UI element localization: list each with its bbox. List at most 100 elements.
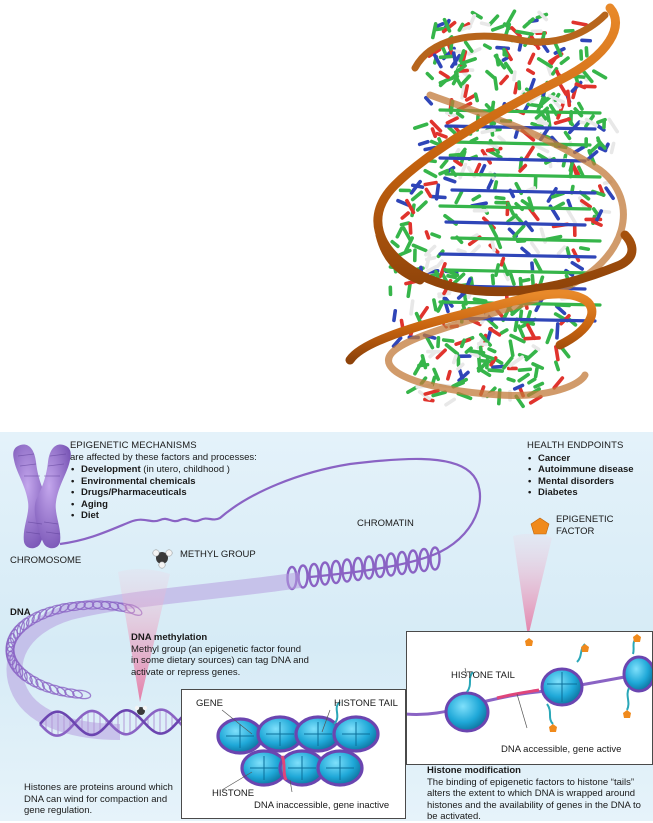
atom-bond	[476, 94, 478, 100]
atom-bond	[522, 248, 529, 254]
atom-bond	[543, 33, 544, 39]
chromatin-coil-loop	[354, 558, 363, 580]
atom-bond	[526, 147, 533, 159]
atom-bond	[420, 142, 428, 145]
chromatin-coil	[288, 548, 440, 590]
atom-bond	[501, 259, 503, 265]
mechanism-item: Aging	[70, 499, 257, 511]
atom-bond	[570, 164, 572, 170]
atom-bond	[573, 165, 576, 175]
atom-bond	[448, 372, 450, 379]
atom-bond	[568, 211, 575, 223]
atom-bond	[532, 263, 533, 270]
atom-bond	[401, 223, 408, 225]
atom-bond	[441, 161, 446, 167]
atom-bond	[606, 188, 613, 198]
histone-modification-block: Histone modification The binding of epig…	[427, 765, 647, 823]
atom-bond	[485, 45, 490, 48]
histone-open-2	[542, 669, 582, 705]
atom-bond	[411, 301, 413, 314]
bound-factor-icon	[549, 724, 557, 732]
methyl-group-icon	[153, 550, 172, 568]
atom-bond	[473, 196, 479, 200]
atom-bond	[437, 134, 446, 137]
dna-double-helix-model	[0, 0, 653, 430]
chromatin-coil-loop	[332, 561, 341, 583]
histone-tail-label-left: HISTONE TAIL	[334, 698, 398, 710]
atom-bond	[444, 340, 453, 341]
atom-bond	[556, 362, 558, 369]
histone-inactive-box: GENE HISTONE TAIL HISTONE DNA inaccessib…	[181, 689, 406, 819]
dna-methylation-body: Methyl group (an epigenetic factor found…	[131, 644, 311, 679]
chromatin-coil-loop	[310, 564, 319, 586]
histone-modification-body: The binding of epigenetic factors to his…	[427, 777, 647, 823]
atom-bond	[426, 189, 430, 196]
atom-bond	[538, 122, 547, 123]
atom-bond	[573, 22, 586, 25]
atom-bond	[510, 341, 512, 355]
atom-bond	[508, 11, 515, 23]
atom-bond	[445, 178, 455, 181]
atom-bond	[481, 347, 482, 353]
atom-bond	[427, 74, 432, 79]
atom-bond	[441, 72, 449, 77]
atom-bond	[427, 258, 435, 260]
dna-inactive-label: DNA inaccessible, gene inactive	[254, 800, 389, 812]
health-endpoints-title: HEALTH ENDPOINTS	[527, 440, 634, 452]
atom-bond	[508, 379, 514, 381]
bound-factor-icon	[633, 634, 641, 642]
atom-bond	[413, 192, 422, 199]
histone-active-box: HISTONE TAIL DNA accessible, gene active	[406, 631, 653, 765]
atom-bond	[467, 96, 475, 100]
atom-bond	[579, 103, 582, 109]
atom-bond	[593, 222, 601, 226]
bound-factor-icon	[525, 638, 533, 646]
atom-bond	[528, 70, 533, 73]
atom-bond	[529, 54, 533, 63]
atom-bond	[432, 129, 435, 136]
chromatin-coil-loop	[343, 560, 352, 582]
atom-bond	[446, 399, 454, 404]
chromatin-coil-loop	[376, 555, 385, 577]
atom-bond	[495, 78, 497, 89]
atom-bond	[483, 355, 493, 358]
atom-bond	[410, 224, 411, 233]
atom-bond	[397, 228, 401, 236]
atom-bond	[432, 234, 439, 237]
bound-factor-icon	[581, 644, 589, 652]
atom-bond	[489, 349, 495, 352]
epigenetics-panel: EPIGENETIC MECHANISMS are affected by th…	[0, 432, 653, 821]
histone-label: HISTONE	[212, 788, 254, 800]
atom-bond	[466, 42, 472, 51]
atom-bond	[519, 369, 530, 370]
atom-bond	[402, 213, 408, 218]
atom-bond	[533, 346, 538, 349]
chromatin-coil-loop	[365, 557, 374, 579]
atom-bond	[434, 300, 436, 310]
health-item: Cancer	[527, 453, 634, 465]
atom-bond	[519, 375, 528, 381]
chromatin-coil-loop	[387, 554, 396, 576]
atom-bond	[475, 165, 479, 174]
atom-bond	[560, 85, 565, 94]
chromosome-label: CHROMOSOME	[10, 555, 81, 567]
histone-open-1	[446, 693, 488, 731]
atom-bond	[611, 143, 613, 152]
atom-bond	[426, 232, 428, 238]
dna-methylation-title: DNA methylation	[131, 632, 311, 644]
atom-bond	[487, 105, 492, 110]
atom-bond	[425, 171, 435, 177]
atom-bond	[458, 250, 465, 252]
atom-bond	[433, 24, 436, 38]
atom-bond	[489, 370, 502, 371]
atom-bond	[492, 275, 493, 283]
health-item: Diabetes	[527, 487, 634, 499]
atom-bond	[474, 299, 485, 301]
atom-bond	[492, 240, 494, 251]
atom-bond	[515, 84, 517, 93]
atom-bond	[447, 118, 457, 123]
atom-bond	[420, 308, 427, 318]
atom-bond	[529, 379, 535, 383]
mechanisms-block: EPIGENETIC MECHANISMS are affected by th…	[70, 440, 257, 522]
mechanisms-title: EPIGENETIC MECHANISMS	[70, 440, 257, 452]
